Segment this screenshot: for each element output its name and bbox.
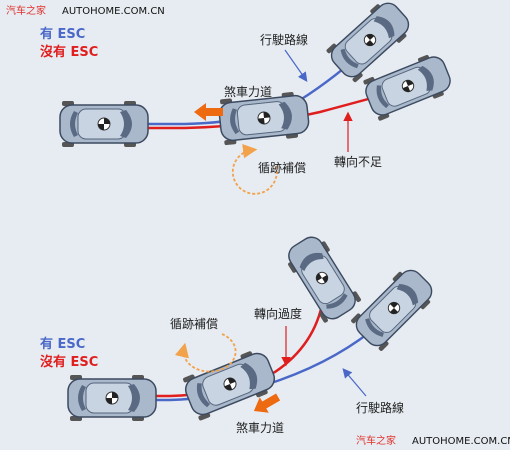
compensation-arc-icon [174,333,237,373]
watermark-top: 汽车之家 AUTOHOME.COM.CN [6,4,165,17]
route-label: 行駛路線 [260,32,308,47]
car-with-esc [348,262,440,354]
car-start [67,374,157,422]
route-pointer [342,368,367,397]
brake-force-label: 煞車力道 [236,421,284,435]
legend-with-esc: 有 ESC [40,26,85,42]
car-without-esc [360,49,456,123]
bottom-panel: 有 ESC 沒有 ESC 轉向過度 循跡補償 行駛路線 煞車力道 [40,230,440,435]
compensation-label: 循跡補償 [170,316,218,331]
compensation-label: 循跡補償 [258,160,306,175]
car-start [59,100,149,148]
legend-without-esc: 沒有 ESC [40,44,98,60]
route-pointer [284,49,308,82]
brake-arrow-icon [194,103,223,121]
brake-force-label: 煞車力道 [224,85,272,99]
route-label: 行駛路線 [356,400,404,415]
compensation-arc-icon [231,144,278,195]
legend-without-esc: 沒有 ESC [40,354,98,370]
watermark-brand: 汽车之家 [6,4,46,17]
watermark-site: AUTOHOME.COM.CN [62,6,165,17]
watermark-site: AUTOHOME.COM.CN [412,436,510,447]
oversteer-label: 轉向過度 [254,306,302,321]
top-panel: 有 ESC 沒有 ESC 煞車力道 行駛路線 轉向不足 循跡補償 [40,0,456,195]
watermark-bottom: 汽车之家 AUTOHOME.COM.CN [356,434,510,447]
brake-arrow-icon [253,393,281,413]
legend-with-esc: 有 ESC [40,336,85,352]
understeer-label: 轉向不足 [334,154,382,169]
watermark-brand: 汽车之家 [356,434,396,447]
